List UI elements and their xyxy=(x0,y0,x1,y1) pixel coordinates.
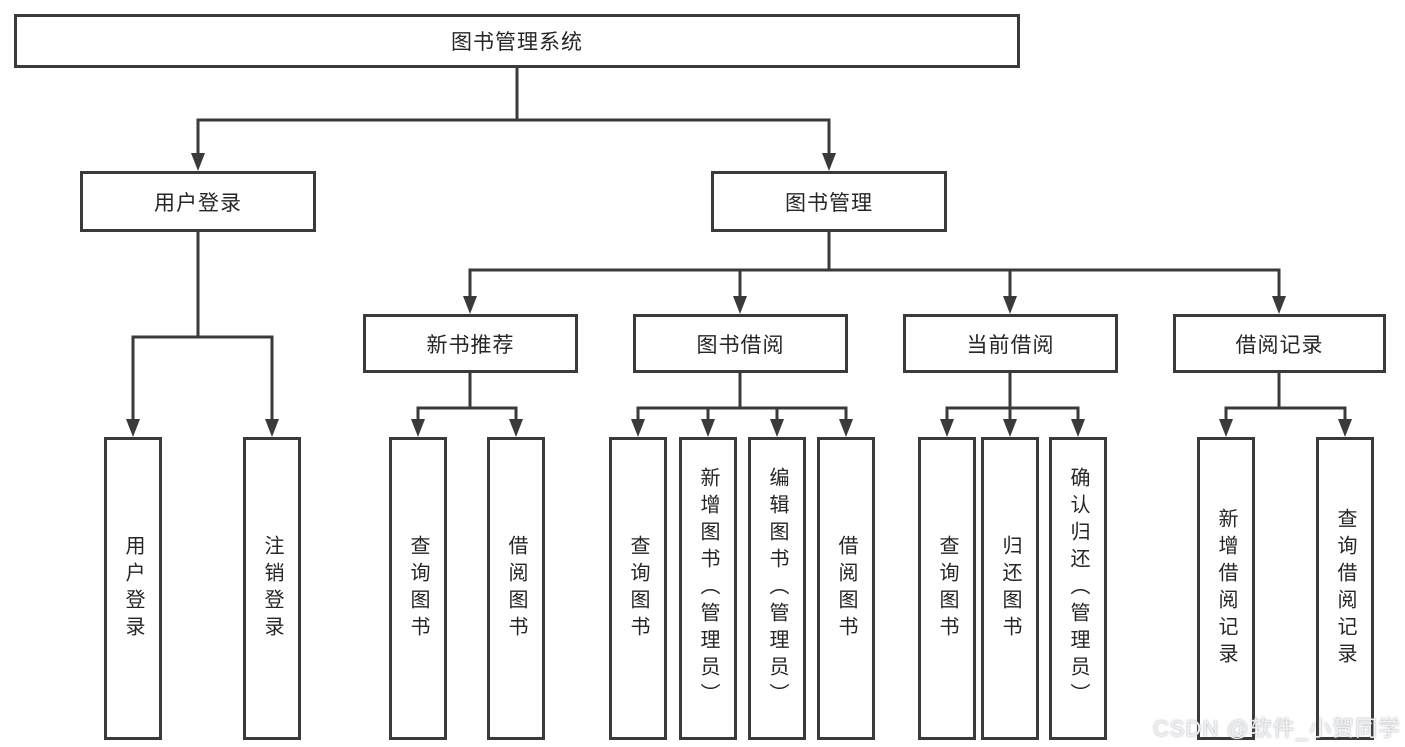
node-leaf-bb-edit-books-admin: 编辑图书（管理员） xyxy=(748,437,806,740)
node-leaf-br-add-record-label: 新增借阅记录 xyxy=(1215,507,1237,670)
arrow-down-icon xyxy=(631,419,645,437)
node-leaf-bb-borrow-books-label: 借阅图书 xyxy=(835,534,857,643)
arrow-down-icon xyxy=(509,419,523,437)
arrow-down-icon xyxy=(1272,296,1286,314)
connector-book-mgmt-to-level3 xyxy=(468,232,1281,298)
node-book-borrowing: 图书借阅 xyxy=(633,314,848,373)
node-new-book-recommend: 新书推荐 xyxy=(363,314,578,373)
connector-current-borrow-to-leaves xyxy=(945,373,1080,421)
node-leaf-rec-borrow-books-label: 借阅图书 xyxy=(505,534,527,643)
node-library-system: 图书管理系统 xyxy=(14,14,1020,68)
arrow-down-icon xyxy=(1003,419,1017,437)
node-leaf-bb-add-books-admin-label: 新增图书（管理员） xyxy=(697,467,719,710)
node-leaf-cb-return-books-label: 归还图书 xyxy=(999,534,1021,643)
node-leaf-bb-borrow-books: 借阅图书 xyxy=(817,437,875,740)
arrow-down-icon xyxy=(1071,419,1085,437)
arrow-down-icon xyxy=(839,419,853,437)
node-leaf-user-login: 用户登录 xyxy=(104,437,162,740)
node-leaf-br-query-record-label: 查询借阅记录 xyxy=(1334,507,1356,670)
node-leaf-cb-query-books: 查询图书 xyxy=(918,437,976,740)
arrow-down-icon xyxy=(463,296,477,314)
arrow-down-icon xyxy=(940,419,954,437)
arrow-down-icon xyxy=(1003,296,1017,314)
arrow-down-icon xyxy=(126,419,140,437)
node-leaf-bb-query-books: 查询图书 xyxy=(609,437,667,740)
node-leaf-logout-label: 注销登录 xyxy=(261,534,283,643)
connector-borrow-records-to-leaves xyxy=(1224,373,1347,421)
csdn-watermark: CSDN @软件_小贺同学 xyxy=(1152,716,1401,741)
node-leaf-bb-edit-books-admin-label: 编辑图书（管理员） xyxy=(766,467,788,710)
connector-root-to-level2 xyxy=(196,68,831,155)
node-new-book-recommend-label: 新书推荐 xyxy=(426,333,515,357)
arrow-down-icon xyxy=(733,296,747,314)
node-borrowing-records-label: 借阅记录 xyxy=(1235,333,1324,357)
node-user-login: 用户登录 xyxy=(80,171,316,232)
node-current-borrowing: 当前借阅 xyxy=(903,314,1118,373)
connector-book-borrow-to-leaves xyxy=(636,373,848,421)
connector-user-login-to-leaves xyxy=(131,232,274,421)
node-leaf-br-add-record: 新增借阅记录 xyxy=(1197,437,1255,740)
node-leaf-rec-borrow-books: 借阅图书 xyxy=(487,437,545,740)
arrow-down-icon xyxy=(411,419,425,437)
node-book-management: 图书管理 xyxy=(711,171,947,232)
node-leaf-cb-query-books-label: 查询图书 xyxy=(936,534,958,643)
node-leaf-user-login-label: 用户登录 xyxy=(122,534,144,643)
node-leaf-cb-confirm-return-admin-label: 确认归还（管理员） xyxy=(1067,467,1089,710)
node-current-borrowing-label: 当前借阅 xyxy=(966,333,1055,357)
arrow-down-icon xyxy=(265,419,279,437)
node-leaf-br-query-record: 查询借阅记录 xyxy=(1316,437,1374,740)
node-leaf-cb-return-books: 归还图书 xyxy=(981,437,1039,740)
node-leaf-bb-query-books-label: 查询图书 xyxy=(627,534,649,643)
node-user-login-label: 用户登录 xyxy=(154,191,242,215)
arrow-down-icon xyxy=(191,153,205,171)
node-book-management-label: 图书管理 xyxy=(785,191,873,215)
arrow-down-icon xyxy=(701,419,715,437)
node-borrowing-records: 借阅记录 xyxy=(1173,314,1386,373)
node-leaf-cb-confirm-return-admin: 确认归还（管理员） xyxy=(1049,437,1107,740)
node-leaf-rec-query-books-label: 查询图书 xyxy=(407,534,429,643)
arrow-down-icon xyxy=(770,419,784,437)
node-book-borrowing-label: 图书借阅 xyxy=(696,333,785,357)
arrow-down-icon xyxy=(822,153,836,171)
connector-new-book-rec-to-leaves xyxy=(416,373,518,421)
node-leaf-rec-query-books: 查询图书 xyxy=(389,437,447,740)
node-leaf-logout: 注销登录 xyxy=(243,437,301,740)
node-leaf-bb-add-books-admin: 新增图书（管理员） xyxy=(679,437,737,740)
arrow-down-icon xyxy=(1219,419,1233,437)
node-library-system-label: 图书管理系统 xyxy=(451,31,583,54)
arrow-down-icon xyxy=(1338,419,1352,437)
